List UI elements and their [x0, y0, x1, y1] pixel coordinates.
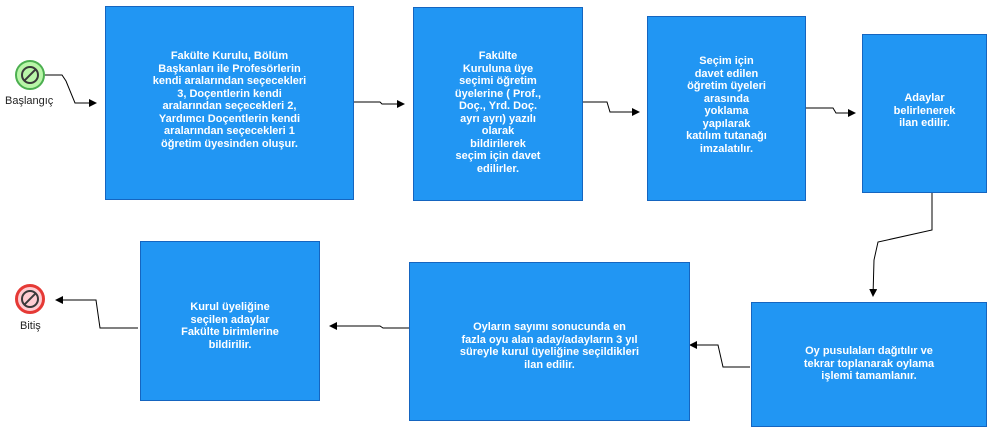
- task-4-text: Adaylar belirlenerek ilan edilir.: [893, 92, 956, 129]
- task-7-text: Kurul üyeliğine seçilen adaylar Fakülte …: [181, 301, 279, 351]
- task-2-text: Fakülte Kuruluna üye seçimi öğretim üyel…: [454, 50, 542, 175]
- start-label: Başlangıç: [5, 95, 54, 107]
- task-2[interactable]: Fakülte Kuruluna üye seçimi öğretim üyel…: [413, 7, 583, 201]
- start-event[interactable]: [15, 60, 45, 90]
- arrow-task3-to-task4: [806, 107, 856, 117]
- arrow-task6-to-task7: [329, 322, 409, 330]
- arrow-task2-to-task3: [583, 101, 640, 116]
- task-1-text: Fakülte Kurulu, Bölüm Başkanları ile Pro…: [152, 50, 307, 150]
- arrow-task5-to-task6: [689, 341, 750, 368]
- end-label: Bitiş: [20, 320, 41, 332]
- no-entry-icon: [21, 66, 39, 84]
- task-1[interactable]: Fakülte Kurulu, Bölüm Başkanları ile Pro…: [105, 6, 354, 200]
- task-4[interactable]: Adaylar belirlenerek ilan edilir.: [862, 34, 987, 193]
- task-3-text: Seçim için davet edilen öğretim üyeleri …: [686, 55, 767, 155]
- arrow-task7-to-end: [55, 296, 138, 329]
- task-5[interactable]: Oy pusulaları dağıtılır ve tekrar toplan…: [751, 302, 987, 427]
- task-3[interactable]: Seçim için davet edilen öğretim üyeleri …: [647, 16, 806, 201]
- task-7[interactable]: Kurul üyeliğine seçilen adaylar Fakülte …: [140, 241, 320, 401]
- no-entry-icon: [21, 290, 39, 308]
- arrow-task1-to-task2: [354, 100, 405, 108]
- task-6-text: Oyların sayımı sonucunda en fazla oyu al…: [459, 321, 640, 371]
- end-event[interactable]: [15, 284, 45, 314]
- arrow-task4-to-task5: [869, 193, 933, 297]
- task-6[interactable]: Oyların sayımı sonucunda en fazla oyu al…: [409, 262, 690, 421]
- task-5-text: Oy pusulaları dağıtılır ve tekrar toplan…: [803, 345, 935, 382]
- arrow-start-to-task1: [45, 74, 97, 107]
